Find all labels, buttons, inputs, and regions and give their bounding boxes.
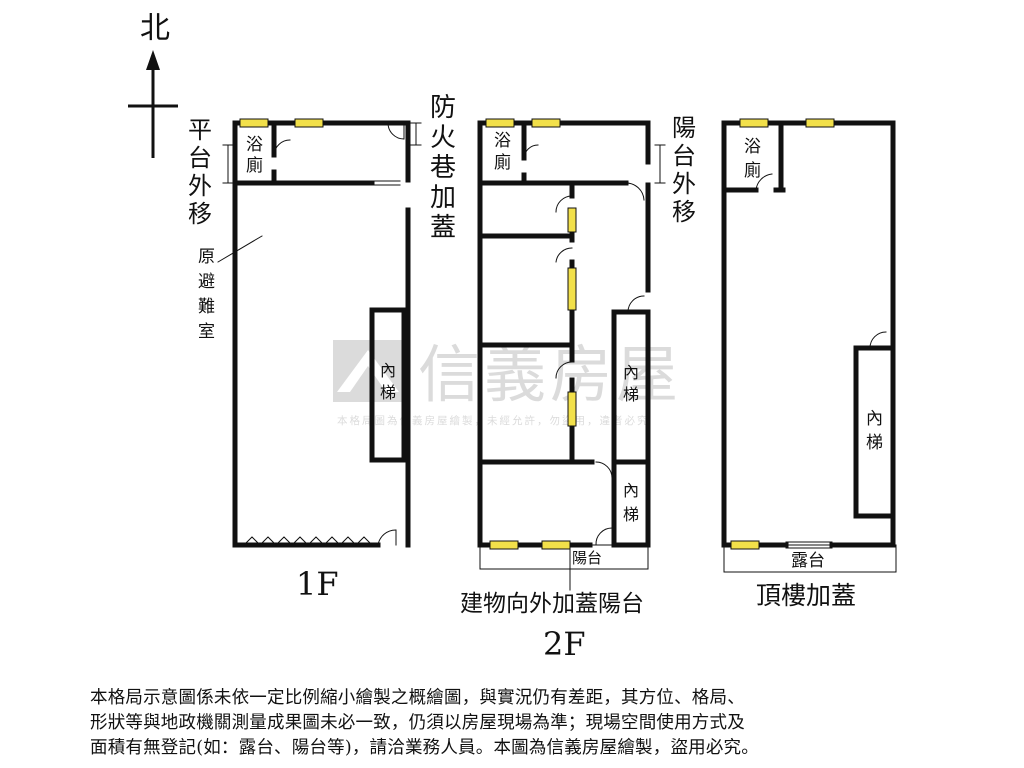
svg-text:台: 台 (188, 144, 212, 172)
watermark-logo-icon (333, 340, 403, 402)
floor-1f-bath-label-2: 廁 (246, 155, 263, 176)
disclaimer-line-3: 面積有無登記(如：露台、陽台等)，請洽業務人員。本圖為信義房屋繪製，盜用必究。 (90, 738, 759, 758)
svg-text:陽: 陽 (672, 114, 696, 142)
floor-2f-title: 2F (543, 625, 586, 663)
svg-text:移: 移 (188, 200, 212, 228)
svg-text:外: 外 (672, 170, 696, 198)
floor-2f-bath-label-2: 廁 (494, 152, 511, 173)
floor-roof-stairs-label-1: 內 (866, 409, 883, 429)
floor-2f (477, 118, 666, 591)
svg-text:巷: 巷 (430, 153, 456, 183)
floor-roof (721, 118, 897, 573)
svg-text:原: 原 (198, 247, 215, 267)
floor-1f (217, 118, 422, 548)
floor-2f-stairs-lower-label-2: 梯 (623, 505, 639, 524)
svg-text:加: 加 (430, 183, 456, 213)
floor-2f-balcony-label: 陽台 (572, 549, 602, 567)
svg-text:火: 火 (430, 123, 456, 153)
floor-1f-title: 1F (296, 565, 339, 603)
compass: 北 (128, 11, 178, 158)
svg-text:台: 台 (672, 142, 696, 170)
disclaimer-line-2: 形狀等與地政機關測量成果圖未必一致，仍須以房屋現場為準；現場空間使用方式及 (90, 713, 745, 733)
svg-text:防: 防 (430, 93, 456, 123)
disclaimer: 本格局示意圖係未依一定比例縮小繪製之概繪圖，與實況仍有差距，其方位、格局、 形狀… (90, 686, 950, 761)
svg-text:平: 平 (188, 116, 212, 144)
svg-text:外: 外 (188, 172, 212, 200)
floor-roof-terrace-label: 露台 (791, 551, 825, 571)
annotation-balcony-addition: 建物向外加蓋陽台 (460, 591, 644, 617)
annotation-fire-alley: 防 火 巷 加 蓋 (430, 93, 456, 243)
north-label: 北 (140, 11, 170, 46)
watermark-brand: 信義房屋 (418, 338, 682, 411)
svg-text:蓋: 蓋 (430, 213, 456, 243)
floor-roof-title: 頂樓加蓋 (756, 581, 856, 610)
floor-2f-stairs-upper-label-1: 內 (623, 363, 639, 382)
svg-text:室: 室 (198, 322, 215, 342)
annotation-platform-shift: 平 台 外 移 (188, 116, 212, 228)
svg-text:避: 避 (198, 272, 215, 292)
floor-1f-stairs-label-1: 內 (380, 361, 396, 380)
floor-roof-bath-label-1: 浴 (744, 137, 761, 157)
floor-2f-bath-label-1: 浴 (494, 131, 511, 151)
floor-2f-stairs-upper-label-2: 梯 (623, 385, 639, 404)
north-arrow-icon (146, 50, 160, 70)
annotation-balcony-shift: 陽 台 外 移 (672, 114, 696, 226)
floor-1f-stairs-label-2: 梯 (380, 383, 396, 402)
disclaimer-line-1: 本格局示意圖係未依一定比例縮小繪製之概繪圖，與實況仍有差距，其方位、格局、 (90, 688, 745, 708)
floor-roof-bath-label-2: 廁 (744, 160, 761, 181)
watermark-notice: 本格局圖為信義房屋繪製，未經允許，勿盜用，違者必究 (337, 414, 650, 427)
svg-text:移: 移 (672, 198, 696, 226)
floor-2f-stairs-lower-label-1: 內 (623, 481, 639, 500)
floor-1f-bath-label-1: 浴 (246, 135, 263, 155)
floor-1f-shelter-label: 原 避 難 室 (198, 247, 215, 342)
svg-text:難: 難 (198, 297, 215, 317)
floor-roof-stairs-label-2: 梯 (866, 433, 883, 453)
